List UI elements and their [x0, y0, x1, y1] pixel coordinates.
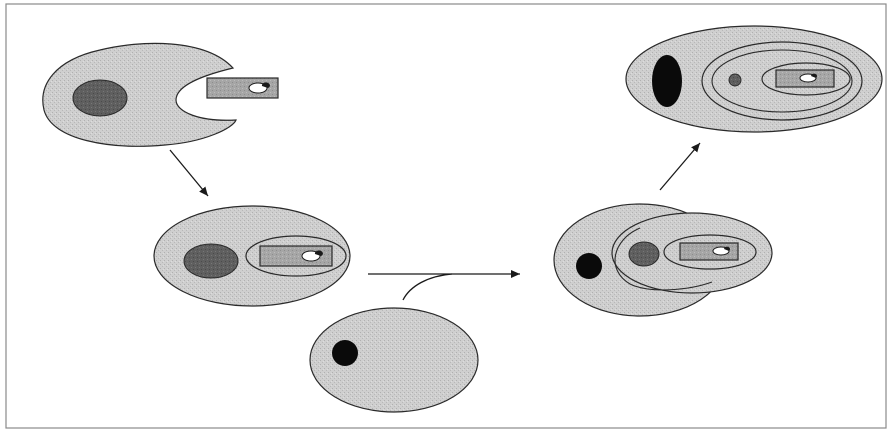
stage-phagosome	[154, 206, 350, 306]
second-nucleus	[652, 55, 682, 107]
second-nucleus	[576, 253, 602, 279]
stage-nested-vacuoles	[626, 26, 882, 132]
bacterium	[260, 246, 332, 266]
second-nucleus	[332, 340, 358, 366]
host-nucleus	[73, 80, 127, 116]
first-nucleus	[629, 242, 659, 266]
bacterium	[680, 243, 738, 260]
bacterium	[776, 70, 834, 87]
bacterium	[207, 78, 278, 98]
host-nucleus	[184, 244, 238, 278]
remnant-nucleus	[729, 74, 741, 86]
stage-second-host	[310, 308, 478, 412]
